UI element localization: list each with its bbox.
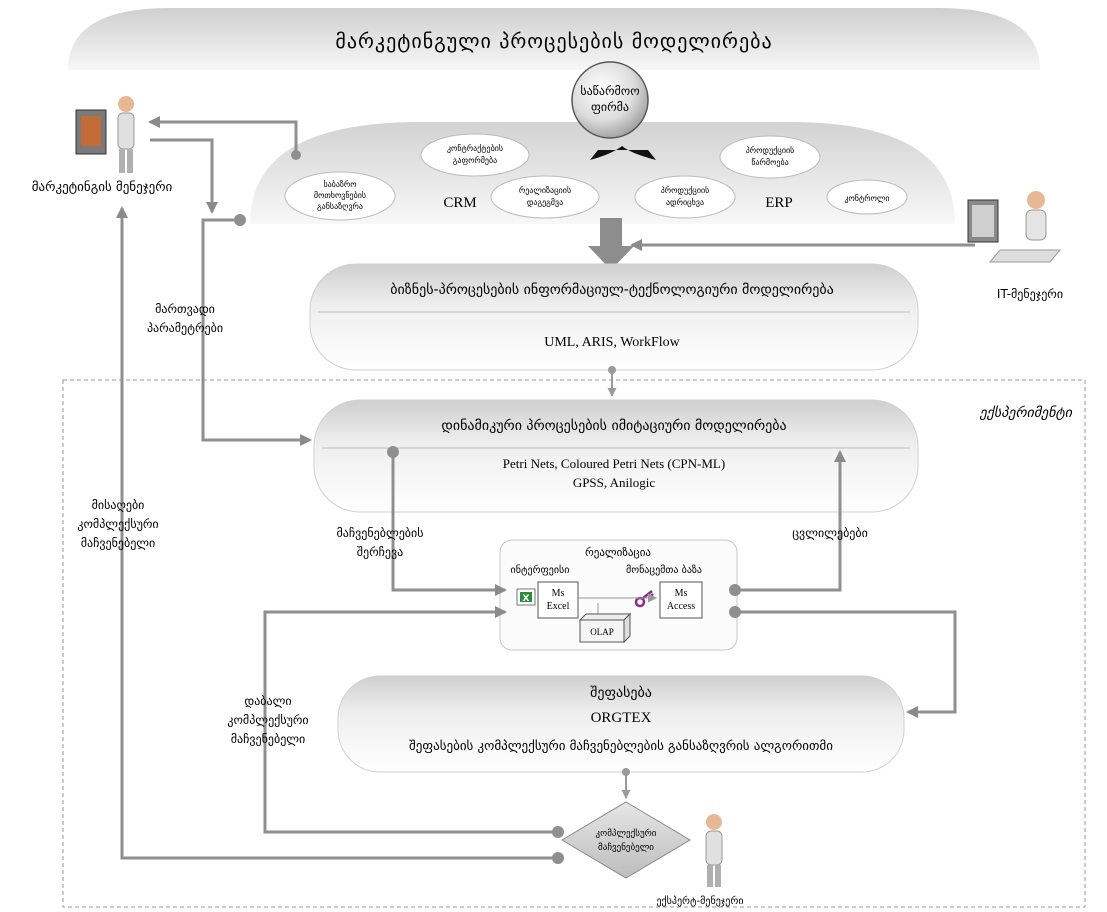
ellipse-product-sale: პროდუქციის ადრიცხვა [634,175,736,219]
svg-text:კონტროლი: კონტროლი [844,193,889,203]
svg-text:განსაზღვრა: განსაზღვრა [317,201,363,211]
svg-text:Excel: Excel [547,601,570,612]
svg-text:მაჩვენებელი: მაჩვენებელი [598,842,654,853]
ellipse-market-research: საბაზრო მოთხოვნების განსაზღვრა [284,171,396,221]
erp-label: ERP [765,195,793,211]
label-control-params-2: პარამეტრები [147,321,223,335]
olap-node: OLAP [578,612,632,644]
label-expected-2: კომპლექსური [77,517,158,531]
excel-node: X Ms Excel [516,581,579,619]
low-index-link [263,606,558,834]
expert-manager-label: ექსპერტ-მენეჯერი [656,895,743,907]
simulation-line2: GPSS, Anilogic [573,475,656,490]
title-banner [68,8,1040,70]
svg-text:პროდუქციის: პროდუქციის [661,185,710,195]
ellipse-contract-formation: კონტრაქტების გაფორმება [420,133,530,177]
label-expected-3: მაჩვენებელი [81,536,156,550]
svg-text:Ms: Ms [552,588,565,599]
svg-text:Ms: Ms [675,588,688,599]
label-expected-1: მისაღები [92,498,145,512]
ellipse-control: კონტროლი [826,179,908,215]
marketing-manager-figure [75,96,135,173]
label-low-1: დაბალი [244,694,291,708]
ellipse-realization-planning: რეალიზაციის დაგეგმვა [490,175,600,219]
simulation-line1: Petri Nets, Coloured Petri Nets (CPN-ML) [503,456,725,471]
svg-text:კომპლექსური: კომპლექსური [596,828,657,839]
ellipse-production: პროდუქციის წარმოება [719,135,821,179]
enterprise-to-manager-link [148,116,298,155]
label-changes: ცვლილებები [792,526,868,540]
svg-text:ადრიცხვა: ადრიცხვა [666,197,704,207]
label-low-2: კომპლექსური [227,713,308,727]
svg-text:პროდუქციის: პროდუქციის [746,145,795,155]
experiment-region [62,379,1086,908]
box-evaluation: შეფასება ORGTEX შეფასების კომპლექსური მა… [337,675,905,773]
enterprise-sphere [571,61,649,139]
realization-interface: ინტერფეისი [511,564,570,576]
marketing-manager-label: მარკეტინგის მენეჯერი [32,180,173,195]
label-control-params-1: მართვადი [155,302,215,316]
svg-text:X: X [523,594,530,604]
svg-text:კონტრაქტების: კონტრაქტების [447,143,503,153]
label-indicator-selection-2: შერჩევა [357,545,403,559]
box-simulation: დინამიკური პროცესების იმიტაციური მოდელირ… [313,399,919,513]
changes-link [735,450,846,592]
experiment-label: ექსპერიმენტი [979,404,1073,421]
it-modeling-subtitle: UML, ARIS, WorkFlow [544,335,680,350]
svg-text:Access: Access [667,601,695,612]
diagram-title: მარკეტინგული პროცესების მოდელირება [335,29,772,53]
access-to-evaluation-link [735,610,957,718]
enterprise-label-1: საწარმოო [580,84,639,98]
it-manager-label: IT-მენეჯერი [997,287,1063,301]
manager-to-params-link [150,138,218,214]
indicator-selection-link [391,452,507,596]
label-indicator-selection-1: მაჩვენებლების [336,526,423,540]
simulation-title: დინამიკური პროცესების იმიტაციური მოდელირ… [441,417,786,434]
crm-label: CRM [443,195,476,211]
realization-title: რეალიზაცია [585,546,651,559]
evaluation-subtitle: ORGTEX [591,710,652,726]
box-it-modeling: ბიზნეს-პროცესების ინფორმაციულ-ტექნოლოგიუ… [309,263,919,371]
complex-index-diamond: კომპლექსური მაჩვენებელი [561,801,691,879]
box-realization: რეალიზაცია ინტერფეისი მონაცემთა ბაზა X M… [499,539,738,651]
realization-database: მონაცემთა ბაზა [626,564,702,576]
expert-manager-figure [705,814,723,887]
it-modeling-title: ბიზნეს-პროცესების ინფორმაციულ-ტექნოლოგიუ… [390,281,833,298]
svg-text:გაფორმება: გაფორმება [453,155,497,165]
evaluation-title: შეფასება [590,685,652,701]
label-low-3: მაჩვენებელი [231,732,306,746]
svg-text:მოთხოვნების: მოთხოვნების [314,190,366,200]
control-params-link [201,218,312,446]
svg-text:დაგეგმვა: დაგეგმვა [527,197,563,207]
main-down-arrow [588,218,634,270]
svg-text:OLAP: OLAP [590,627,614,637]
it-manager-figure [967,191,1062,263]
svg-text:საბაზრო: საბაზრო [323,179,356,189]
svg-text:წარმოება: წარმოება [751,157,788,167]
sphere-stand [590,146,656,160]
svg-text:რეალიზაციის: რეალიზაციის [519,185,571,195]
access-node: Ms Access [634,581,703,619]
enterprise-label-2: ფირმა [591,100,629,114]
evaluation-line: შეფასების კომპლექსური მაჩვენებლების განს… [409,739,833,754]
expected-index-link [116,206,558,860]
